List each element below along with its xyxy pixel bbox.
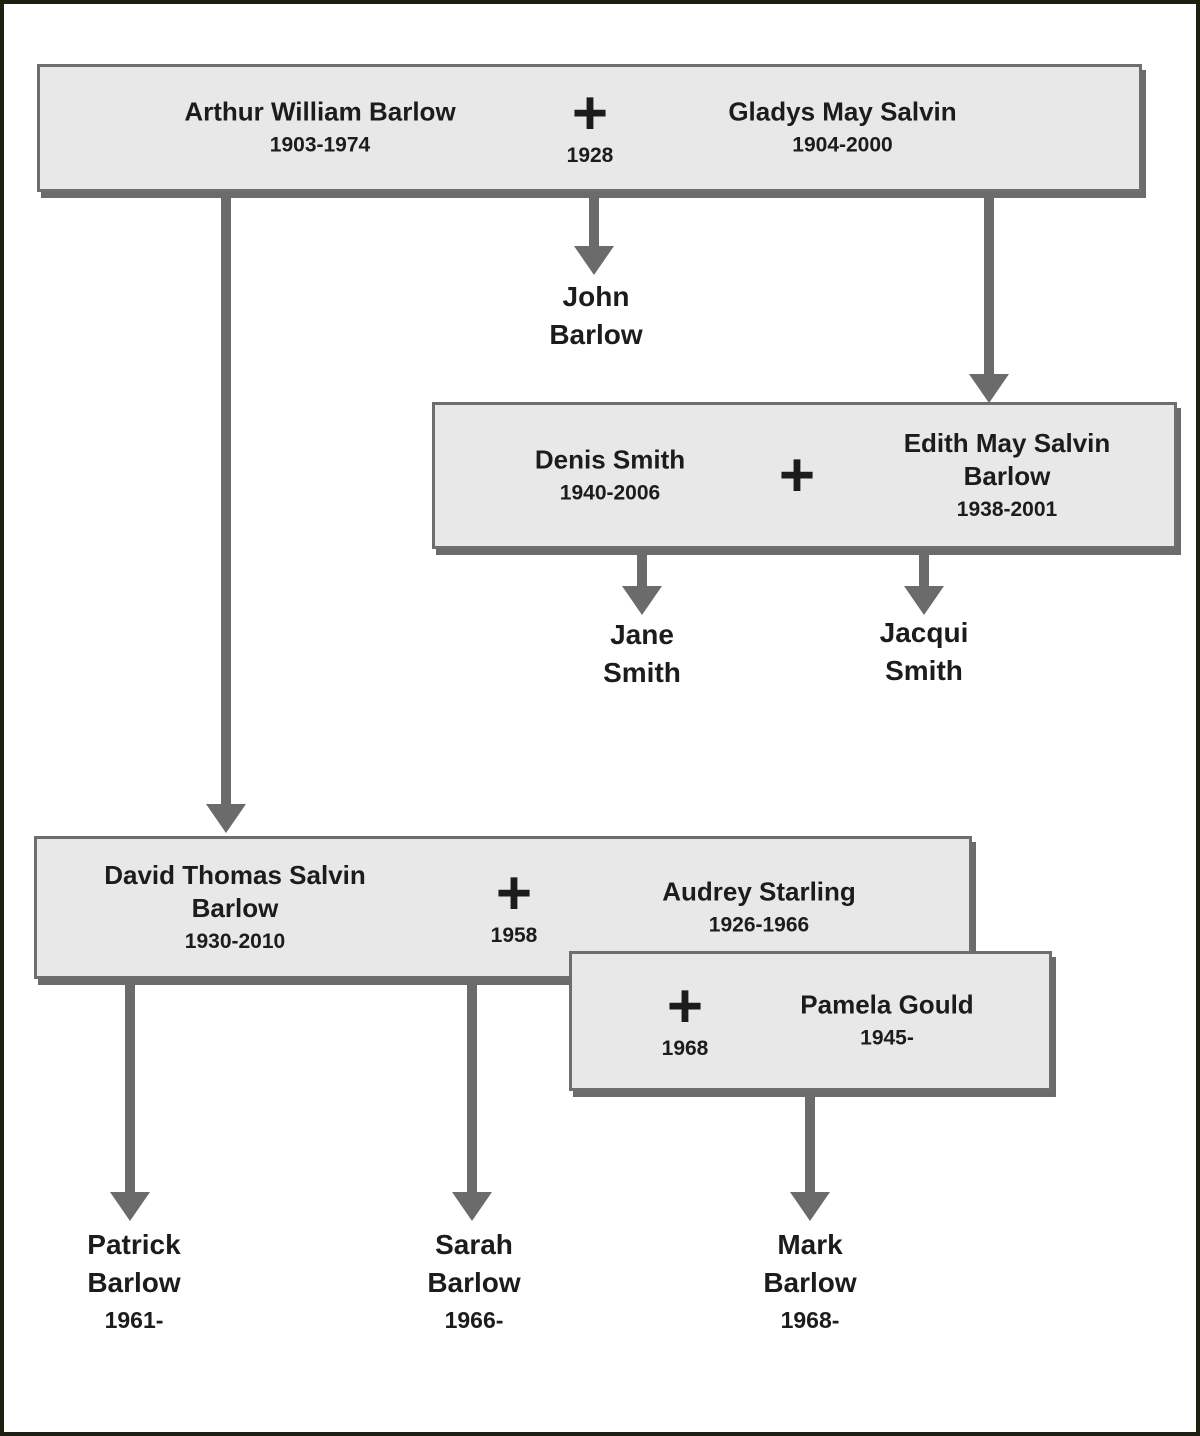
person-name: Gladys May Salvin	[728, 96, 957, 127]
connector-to-john-arrowhead-icon	[574, 246, 614, 275]
child-name: Patrick Barlow	[87, 1229, 181, 1298]
marriage-box-denis-edith: Denis Smith 1940-2006 + Edith May Salvin…	[432, 402, 1177, 549]
connector-arthur-to-david-line	[221, 190, 231, 804]
person-arthur-william-barlow: Arthur William Barlow 1903-1974	[95, 96, 545, 161]
person-name: David Thomas Salvin Barlow	[104, 859, 366, 923]
connector-gladys-to-edith-arrowhead-icon	[969, 374, 1009, 403]
marriage-year: 1928	[566, 144, 614, 167]
person-dates: 1903-1974	[269, 133, 371, 157]
plus-icon: +	[666, 972, 704, 1041]
connector-to-patrick-line	[125, 980, 135, 1192]
person-denis-smith: Denis Smith 1940-2006	[460, 443, 760, 508]
connector-to-jacqui-line	[919, 552, 929, 586]
child-name: Sarah Barlow	[427, 1229, 521, 1298]
marriage-year: 1968	[661, 1037, 709, 1060]
marriage-box-arthur-gladys: Arthur William Barlow 1903-1974 + 1928 G…	[37, 64, 1142, 192]
connector-to-jane-arrowhead-icon	[622, 586, 662, 615]
child-name: Jane Smith	[603, 619, 681, 688]
child-jane-smith: Jane Smith	[577, 616, 707, 692]
connector-gladys-to-edith-line	[984, 190, 994, 374]
connector-to-mark-arrowhead-icon	[790, 1192, 830, 1221]
connector-arthur-to-david-arrowhead-icon	[206, 804, 246, 833]
person-dates: 1930-2010	[184, 929, 286, 953]
marriage-union: +	[747, 440, 847, 510]
plus-icon: +	[571, 79, 609, 148]
person-dates: 1926-1966	[708, 913, 810, 936]
connector-to-jane-line	[637, 552, 647, 586]
child-birth-year: 1961-	[104, 1307, 164, 1333]
person-dates: 1938-2001	[956, 497, 1058, 521]
child-john-barlow: John Barlow	[521, 278, 671, 354]
child-birth-year: 1968-	[780, 1307, 840, 1333]
child-mark-barlow: Mark Barlow 1968-	[730, 1226, 890, 1338]
person-edith-may-salvin-barlow: Edith May Salvin Barlow 1938-2001	[872, 427, 1142, 525]
person-dates: 1945-	[860, 1026, 914, 1050]
marriage-union: + 1968	[628, 972, 742, 1063]
marriage-union: + 1958	[457, 858, 571, 950]
marriage-year: 1958	[490, 923, 538, 947]
person-name: Pamela Gould	[800, 989, 974, 1020]
plus-icon: +	[495, 858, 533, 928]
child-jacqui-smith: Jacqui Smith	[849, 614, 999, 690]
child-name: Mark Barlow	[763, 1229, 857, 1298]
connector-to-john-line	[589, 190, 599, 246]
marriage-box-david-pamela: + 1968 Pamela Gould 1945-	[569, 951, 1052, 1091]
person-audrey-starling: Audrey Starling 1926-1966	[599, 875, 919, 940]
person-name: Audrey Starling	[662, 876, 856, 906]
connector-to-jacqui-arrowhead-icon	[904, 586, 944, 615]
marriage-box-david-audrey: David Thomas Salvin Barlow 1930-2010 + 1…	[34, 836, 972, 979]
child-name: John Barlow	[549, 281, 643, 350]
person-name: Arthur William Barlow	[184, 96, 456, 127]
child-sarah-barlow: Sarah Barlow 1966-	[394, 1226, 554, 1338]
person-dates: 1940-2006	[559, 481, 661, 504]
child-birth-year: 1966-	[444, 1307, 504, 1333]
connector-to-sarah-line	[467, 980, 477, 1192]
person-name: Edith May Salvin Barlow	[903, 427, 1111, 491]
person-gladys-may-salvin: Gladys May Salvin 1904-2000	[665, 96, 1020, 161]
child-name: Jacqui Smith	[879, 617, 969, 686]
connector-to-mark-line	[805, 1092, 815, 1192]
connector-to-patrick-arrowhead-icon	[110, 1192, 150, 1221]
plus-icon: +	[778, 440, 816, 510]
person-name: Denis Smith	[534, 444, 686, 474]
marriage-union: + 1928	[535, 79, 645, 170]
person-david-thomas-salvin-barlow: David Thomas Salvin Barlow 1930-2010	[65, 859, 405, 957]
connector-to-sarah-arrowhead-icon	[452, 1192, 492, 1221]
person-dates: 1904-2000	[792, 133, 893, 157]
person-pamela-gould: Pamela Gould 1945-	[727, 989, 1047, 1054]
child-patrick-barlow: Patrick Barlow 1961-	[49, 1226, 219, 1338]
